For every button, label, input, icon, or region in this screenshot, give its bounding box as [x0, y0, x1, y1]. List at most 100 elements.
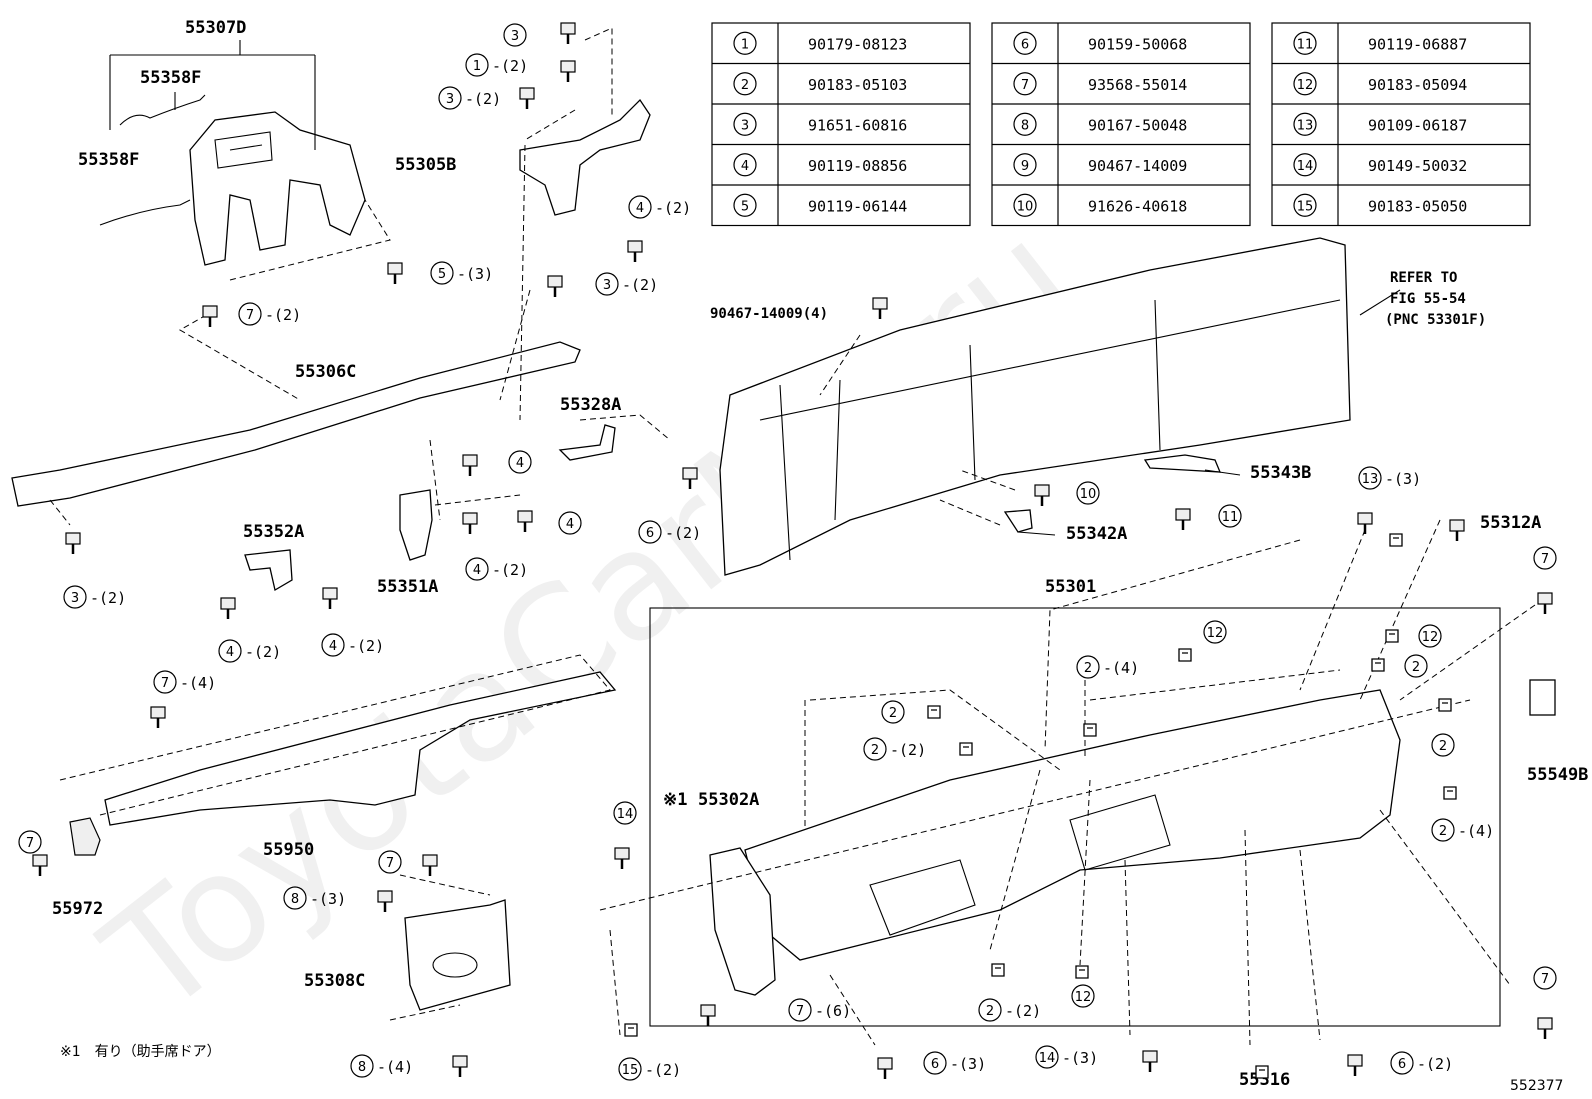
- part-number: 91651-60816: [808, 116, 907, 134]
- label-55950: 55950: [263, 840, 314, 860]
- bolt-icon: [377, 890, 393, 912]
- callout-number: 2: [1439, 824, 1447, 839]
- callout-circle: [863, 737, 887, 761]
- callout-number: 4: [516, 456, 524, 471]
- callout-number: 6: [931, 1057, 939, 1072]
- callout-quantity: -(2): [90, 589, 126, 607]
- callout-circle: [881, 700, 905, 724]
- callout-quantity: -(2): [465, 90, 501, 108]
- callout-quantity: -(4): [377, 1058, 413, 1076]
- callout-circle: [923, 1051, 947, 1075]
- bolt-icon: [700, 1004, 716, 1026]
- callout-quantity: -(4): [180, 674, 216, 692]
- callout-7g: 7: [1533, 966, 1557, 990]
- callout-number: 2: [1439, 739, 1447, 754]
- callout-1a: 1-(2): [465, 53, 528, 77]
- part-55308C-shape: [404, 899, 511, 1011]
- clip-icon: [959, 742, 973, 756]
- part-number: 91626-40618: [1088, 197, 1187, 215]
- label-55549B: 55549B: [1527, 765, 1588, 785]
- clip-icon: [1075, 965, 1089, 979]
- callout-number: 10: [1080, 487, 1097, 502]
- callout-2d: 2-(2): [863, 737, 926, 761]
- part-55972-shape: [69, 817, 101, 856]
- ref-circle: [1013, 72, 1037, 96]
- callout-8b: 8 -(4): [350, 1054, 413, 1078]
- ref-number: 10: [1017, 199, 1034, 214]
- callout-quantity: -(2): [265, 306, 301, 324]
- callout-number: 8: [358, 1060, 366, 1075]
- callout-circle: [613, 801, 637, 825]
- bolt-icon: [202, 305, 218, 327]
- callout-circle: [1390, 1051, 1414, 1075]
- callout-circle: [628, 195, 652, 219]
- callout-number: 12: [1207, 626, 1224, 641]
- callout-number: 14: [1039, 1051, 1056, 1066]
- callout-number: 12: [1075, 990, 1092, 1005]
- callout-quantity: -(3): [457, 265, 493, 283]
- clip-icon: [1443, 786, 1457, 800]
- callout-quantity: -(3): [950, 1055, 986, 1073]
- label-55328A: 55328A: [560, 395, 621, 415]
- part-number: 90183-05094: [1368, 76, 1467, 94]
- callout-number: 12: [1422, 630, 1439, 645]
- callout-7b: 7-(4): [153, 670, 216, 694]
- callout-circle: [1533, 546, 1557, 570]
- dashboard-reinforcement-ribs: [759, 299, 1341, 561]
- refer-line-1: REFER TO: [1390, 270, 1457, 286]
- callout-circle: [503, 23, 527, 47]
- clip-icon: [1371, 658, 1385, 672]
- clip-icon: [1438, 698, 1452, 712]
- callout-number: 4: [329, 639, 337, 654]
- bolt-icon: [452, 1055, 468, 1077]
- callout-2a: 2-(4): [1076, 655, 1139, 679]
- callout-12a: 12: [1203, 620, 1227, 644]
- clip-icon: [927, 705, 941, 719]
- bolt-icon: [560, 22, 576, 44]
- bolt-icon: [560, 60, 576, 82]
- cluster-opening: [1069, 794, 1171, 871]
- bolt-icon: [220, 597, 236, 619]
- callout-7f: 7-(6): [788, 998, 851, 1022]
- label-55343B: 55343B: [1250, 463, 1311, 483]
- ref-circle: [733, 193, 757, 217]
- callout-circle: [1203, 620, 1227, 644]
- callout-15: 15-(2): [618, 1057, 681, 1081]
- callout-circle: [378, 850, 402, 874]
- callout-4b: 4: [508, 450, 532, 474]
- callout-quantity: -(2): [492, 57, 528, 75]
- callout-3b: 3 -(2): [438, 86, 501, 110]
- callout-quantity: -(3): [310, 890, 346, 908]
- part-number: 90119-06144: [808, 197, 907, 215]
- callout-12b: 12: [1418, 624, 1442, 648]
- callout-8a: 8-(3): [283, 886, 346, 910]
- callout-number: 11: [1222, 510, 1239, 525]
- callout-7c: 7: [18, 830, 42, 854]
- ref-number: 8: [1021, 118, 1029, 133]
- bolt-icon: [627, 240, 643, 262]
- ref-circle: [733, 72, 757, 96]
- bolt-icon: [422, 854, 438, 876]
- callout-number: 3: [446, 92, 454, 107]
- bolt-icon: [1449, 519, 1465, 541]
- label-55301: 55301: [1045, 577, 1096, 597]
- callout-4c: 4: [558, 511, 582, 535]
- callout-quantity: -(6): [815, 1002, 851, 1020]
- callout-number: 7: [246, 308, 254, 323]
- label-55972: 55972: [52, 899, 103, 919]
- callout-number: 7: [1541, 972, 1549, 987]
- part-55358F-lower-shape: [99, 199, 191, 226]
- label-55312A: 55312A: [1480, 513, 1541, 533]
- callout-number: 5: [438, 267, 446, 282]
- refer-line-2: FIG 55-54: [1390, 291, 1466, 307]
- part-55351A-shape: [399, 489, 433, 561]
- callout-number: 2: [1412, 660, 1420, 675]
- part-55306C-shape: [11, 341, 581, 507]
- footnote: ※1 有り（助手席ドア）: [60, 1044, 221, 1060]
- bolt-icon: [519, 87, 535, 109]
- callout-quantity: -(2): [665, 524, 701, 542]
